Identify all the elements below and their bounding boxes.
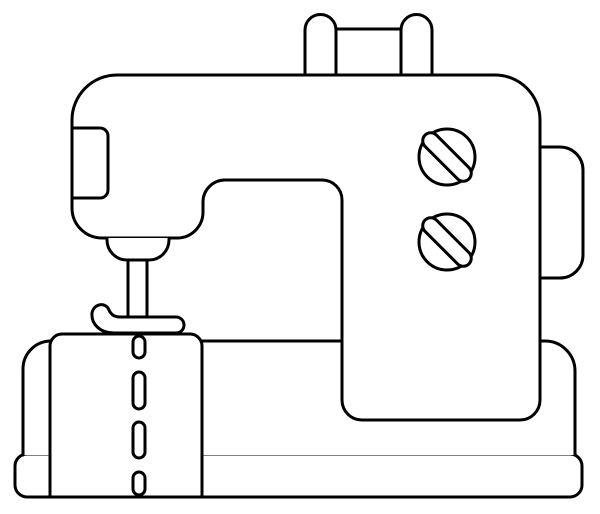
- knob-bottom-slot: [421, 216, 473, 268]
- side-wheel-housing: [536, 145, 585, 280]
- stitch-line: [131, 334, 147, 497]
- front-panel: [70, 126, 110, 200]
- handle-right-post: [399, 13, 434, 78]
- presser-foot: [90, 303, 186, 335]
- stitch: [131, 334, 147, 360]
- stitch: [131, 420, 147, 460]
- handle-left-post: [303, 13, 338, 78]
- stitch: [131, 370, 147, 411]
- stitch: [131, 470, 147, 497]
- knob-bottom: [417, 212, 477, 272]
- fabric: [48, 332, 204, 499]
- knob-top-slot: [421, 131, 473, 183]
- carry-handle: [303, 13, 434, 78]
- knob-top: [417, 127, 477, 187]
- needle-housing: [105, 236, 171, 262]
- needle-shaft: [126, 258, 149, 319]
